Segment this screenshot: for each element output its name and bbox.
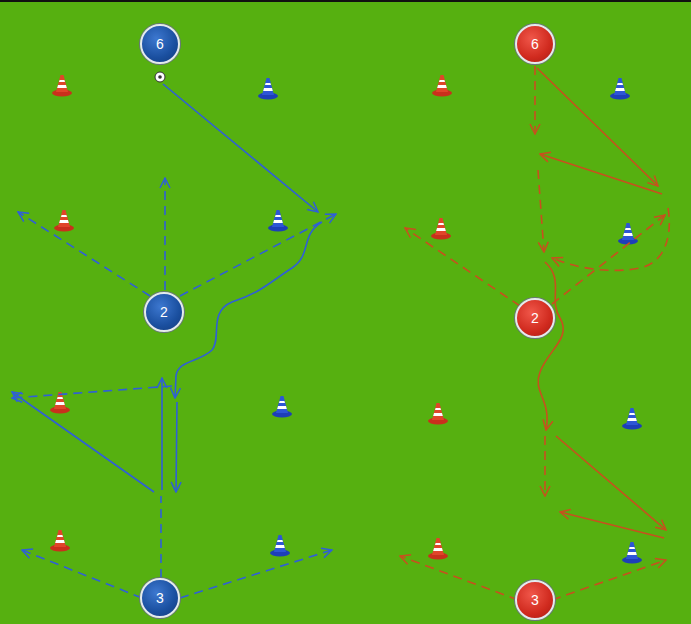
- top-border: [0, 0, 691, 2]
- ball: [155, 72, 165, 82]
- player-number: 2: [531, 311, 539, 325]
- player-circle: 2: [144, 292, 184, 332]
- player-circle: 3: [140, 578, 180, 618]
- cones: [50, 75, 642, 564]
- red-movements: [400, 66, 669, 600]
- player-number: 6: [531, 37, 539, 51]
- player-number: 3: [156, 591, 164, 605]
- player-number: 3: [531, 593, 539, 607]
- player-circle: 3: [515, 580, 555, 620]
- player-circle: 2: [515, 298, 555, 338]
- player-circle: 6: [140, 24, 180, 64]
- player-number: 2: [160, 305, 168, 319]
- player-number: 6: [156, 37, 164, 51]
- blue-movements: [12, 84, 336, 598]
- player-circle: 6: [515, 24, 555, 64]
